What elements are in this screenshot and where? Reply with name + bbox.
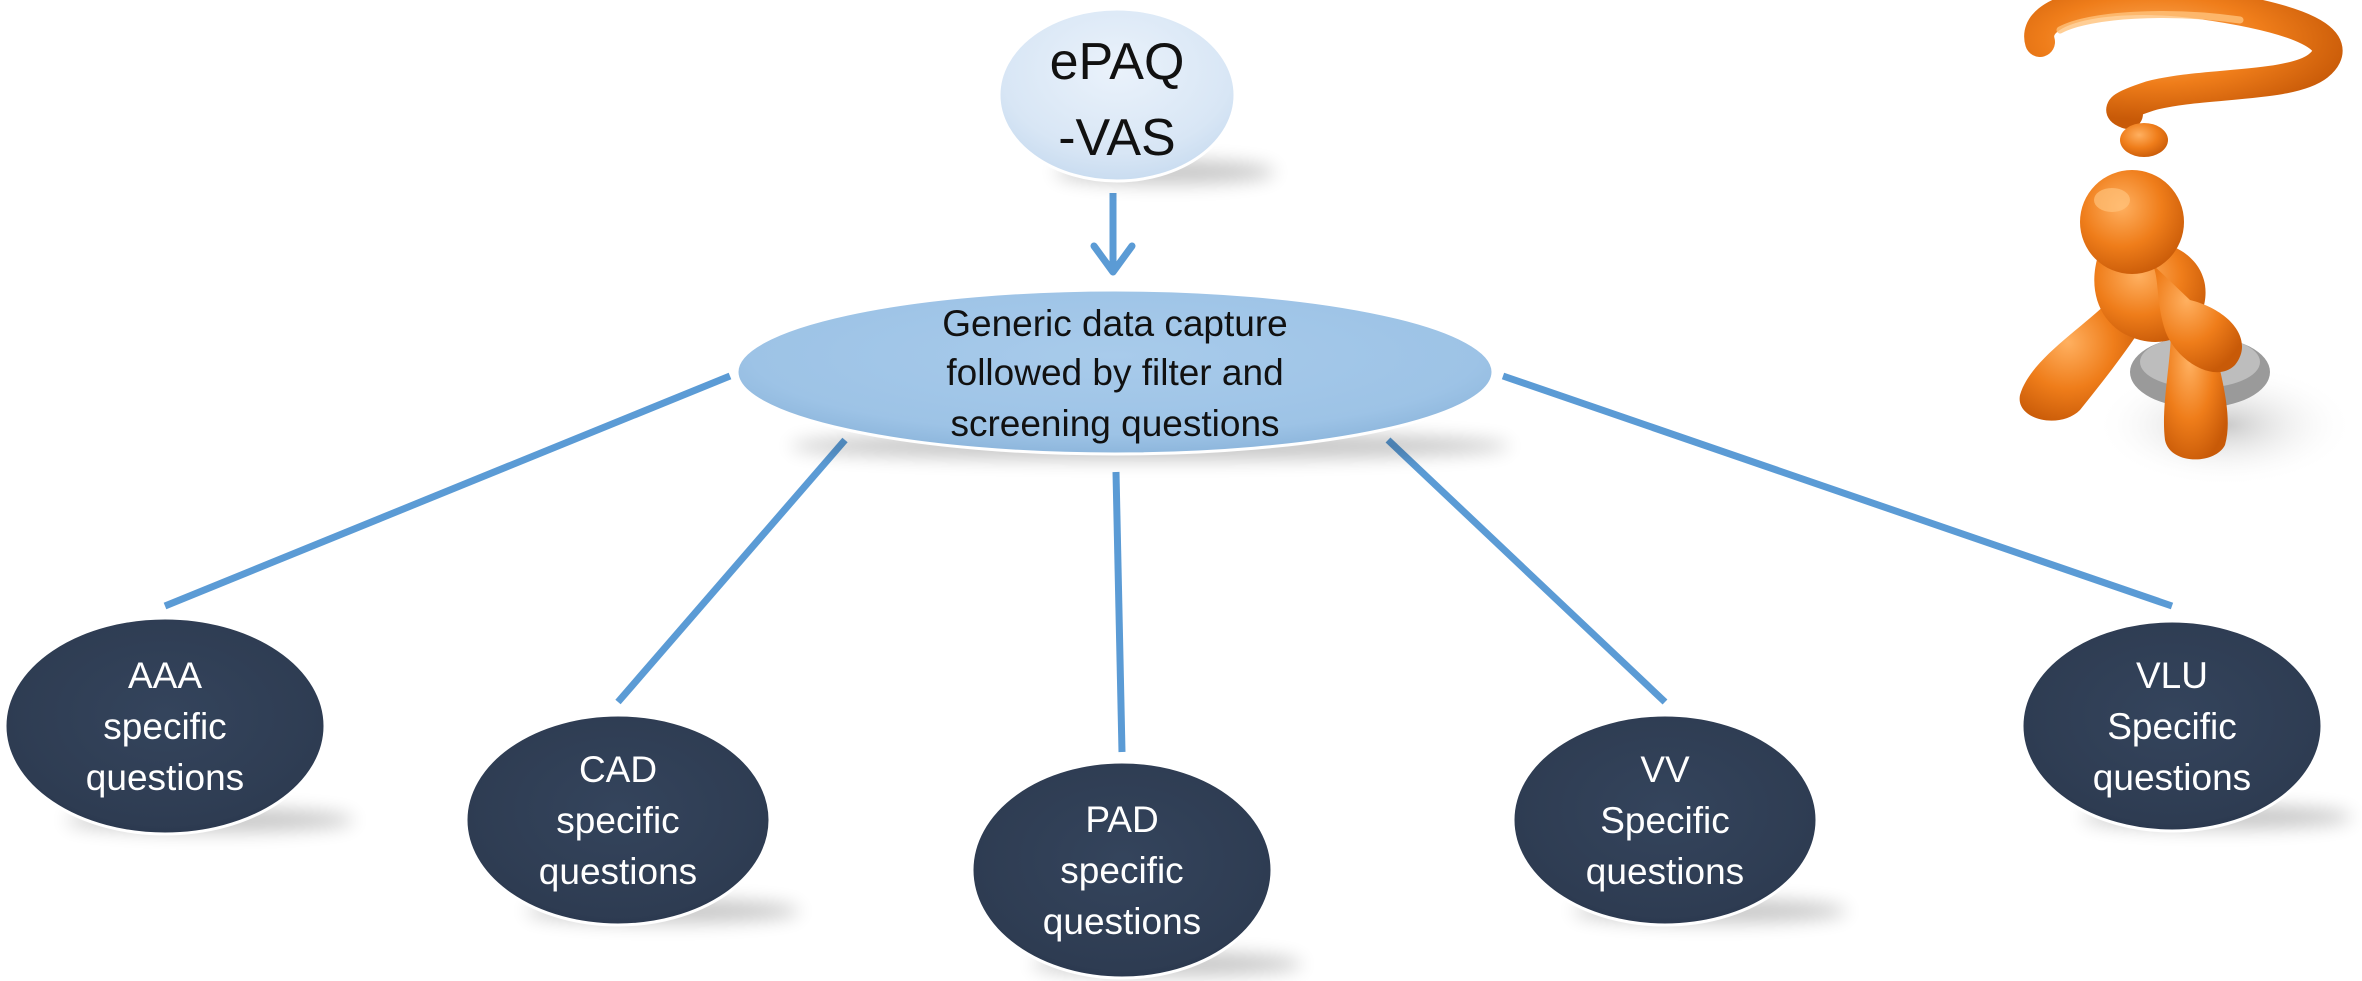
top-node: ePAQ -VAS (997, 7, 1237, 183)
question-mark-hook (2024, 0, 2343, 129)
leaf-node-1-line-3: questions (86, 757, 244, 798)
leaf-node-5-line-1: VLU (2136, 655, 2208, 696)
leaf-node-4: VV Specific questions (1511, 713, 1819, 927)
leaf-node-ellipse-4 (1511, 713, 1819, 927)
leaf-node-ellipse-1 (3, 616, 327, 836)
connectors (163, 193, 2174, 753)
leaf-node-1-line-1: AAA (128, 655, 202, 696)
figure-arm (2150, 262, 2243, 373)
leaf-node-ellipse-5 (2020, 619, 2324, 833)
leaf-node-2-line-2: specific (556, 800, 679, 841)
leaf-node-4-line-1: VV (1640, 749, 1690, 790)
center-node: Generic data capture followed by filter … (735, 288, 1495, 456)
center-node-ellipse (735, 288, 1495, 456)
leaf-node-4-line-2: Specific (1600, 800, 1730, 841)
leaf-node-ellipse-3 (970, 760, 1274, 980)
arrow-head (1090, 242, 1136, 276)
center-node-line-3: screening questions (950, 403, 1279, 444)
leaf-node-4-line-3: questions (1586, 851, 1744, 892)
figure-left-leg (2019, 300, 2140, 421)
leaf-node-1: AAA specific questions (3, 616, 327, 836)
connector-center-to-leaf-2 (615, 437, 848, 705)
leaf-node-1-line-2: specific (103, 706, 226, 747)
leaf-node-3-line-3: questions (1043, 901, 1201, 942)
top-node-line-2: -VAS (1058, 109, 1176, 167)
connector-center-to-leaf-5 (1501, 372, 2174, 610)
center-node-line-1: Generic data capture (942, 303, 1288, 344)
leaf-node-2: CAD specific questions (464, 713, 772, 927)
leaf-node-ellipse-2 (464, 713, 772, 927)
leaf-node-5-line-3: questions (2093, 757, 2251, 798)
connector-center-to-leaf-4 (1385, 437, 1668, 705)
question-mark-dot (2120, 123, 2168, 157)
leaf-node-5: VLU Specific questions (2020, 619, 2324, 833)
connector-center-to-leaf-3 (1112, 471, 1126, 753)
leaf-nodes: AAA specific questions CAD specific questions… (3, 616, 2324, 980)
leaf-node-3-line-1: PAD (1085, 799, 1158, 840)
figure-head (2080, 170, 2184, 274)
thinking-person-question-mark-icon (2019, 0, 2355, 487)
question-mark-hook-highlight (2056, 11, 2244, 34)
figure-head-highlight (2094, 188, 2130, 212)
leaf-node-3: PAD specific questions (970, 760, 1274, 980)
leaf-node-5-line-2: Specific (2107, 706, 2237, 747)
center-node-line-2: followed by filter and (946, 352, 1283, 393)
top-node-line-1: ePAQ (1050, 33, 1185, 91)
leaf-node-2-line-1: CAD (579, 749, 657, 790)
leaf-node-3-line-2: specific (1060, 850, 1183, 891)
leaf-node-2-line-3: questions (539, 851, 697, 892)
connector-center-to-leaf-1 (163, 372, 732, 610)
top-node-ellipse (997, 7, 1237, 183)
